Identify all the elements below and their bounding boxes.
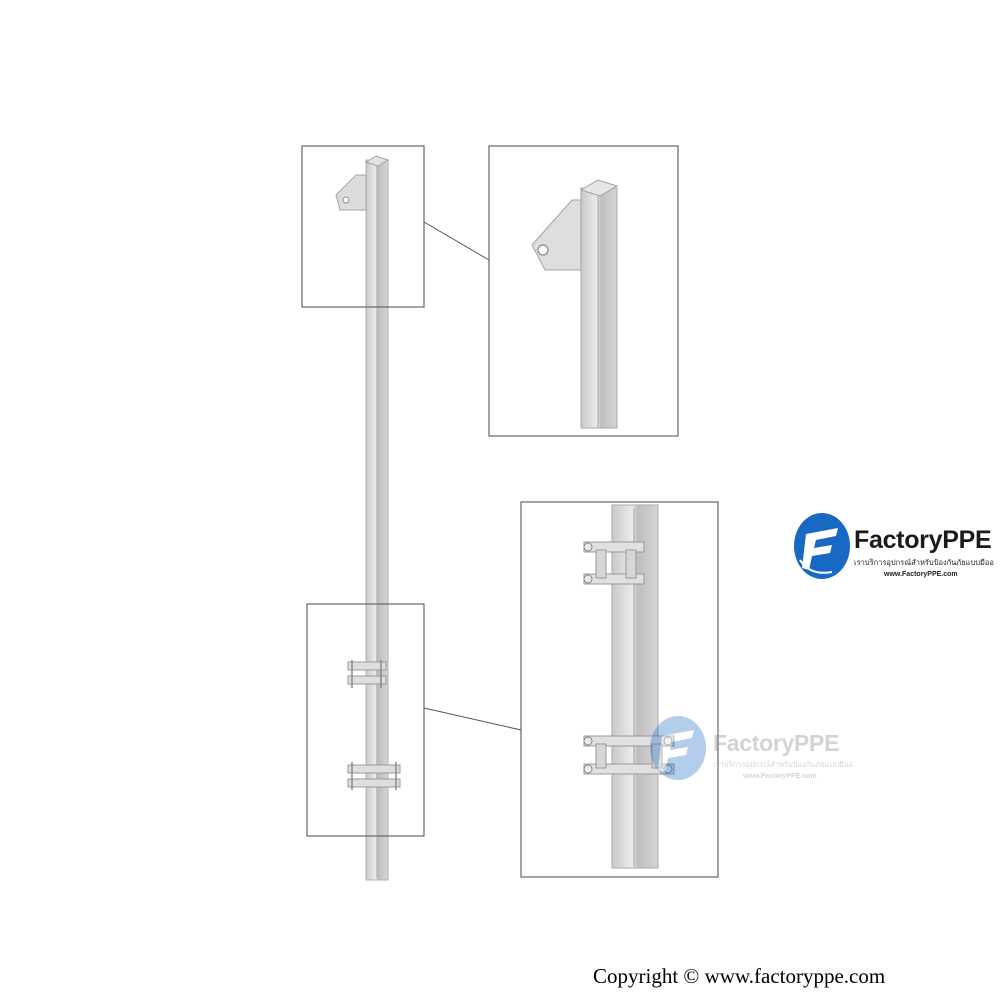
brand-tagline: เราบริการอุปกรณ์สำหรับป้องกันภัยแบบมืออา… bbox=[854, 558, 994, 567]
watermark-tagline: เราบริการอุปกรณ์สำหรับป้องกันภัยแบบมืออา… bbox=[713, 760, 853, 769]
top-bracket bbox=[335, 174, 367, 211]
top-connector-line bbox=[423, 221, 490, 261]
main-post bbox=[364, 155, 390, 881]
brand-name: FactoryPPE bbox=[854, 526, 992, 554]
watermark-brand-name: FactoryPPE bbox=[713, 730, 840, 756]
brand-url: www.FactoryPPE.com bbox=[884, 571, 958, 578]
copyright-text: Copyright © www.factoryppe.com bbox=[593, 964, 886, 988]
watermark-logo: FactoryPPE เราบริการอุปกรณ์สำหรับป้องกัน… bbox=[648, 712, 858, 792]
top-detail-frame bbox=[301, 145, 425, 308]
watermark-url: www.FactoryPPE.com bbox=[743, 773, 817, 780]
bottom-detail-frame bbox=[306, 603, 425, 837]
lower-clamps bbox=[347, 660, 401, 790]
bottom-connector-line bbox=[423, 707, 522, 731]
top-zoom-panel bbox=[488, 145, 679, 437]
factoryppe-logo-icon bbox=[794, 513, 850, 579]
brand-logo: FactoryPPE เราบริการอุปกรณ์สำหรับป้องกัน… bbox=[792, 510, 997, 590]
bottom-zoom-panel bbox=[520, 501, 719, 878]
factoryppe-logo-icon bbox=[650, 716, 706, 780]
